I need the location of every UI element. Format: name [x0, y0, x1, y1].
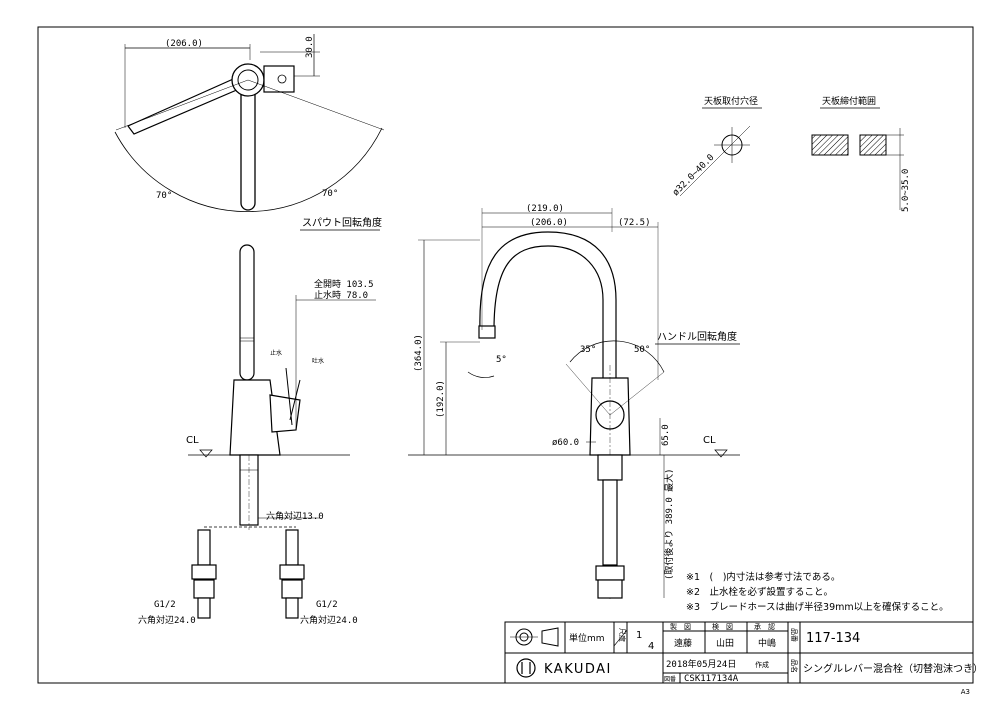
checked-by: 山田 [716, 638, 734, 649]
dim-g-right: G1/2 [316, 600, 338, 610]
header-made: 製 図 [670, 622, 691, 631]
note-3: ※3 ブレードホースは曲げ半径39mm以上を確保すること。 [686, 601, 949, 613]
dim-top-offset: 30.0 [305, 36, 315, 58]
made-by: 遠藤 [674, 637, 692, 649]
unit-label: 単位mm [569, 632, 605, 644]
dim-hole-dia: ø32.0~40.0 [671, 153, 716, 198]
title-block [504, 621, 974, 684]
product-name: シングルレバー混合栓（切替泡沫つき） [803, 662, 983, 675]
approved-by: 中嶋 [758, 637, 776, 649]
header-approve: 承 認 [754, 622, 775, 631]
dim-hex-13: 六角対辺13.0 [266, 510, 324, 522]
label-spout-rotation: スパウト回転角度 [302, 216, 382, 229]
brand-logo-icon [516, 658, 536, 678]
label-handle-rotation: ハンドル回転角度 [657, 330, 737, 343]
dim-angle-50: 50° [634, 345, 650, 355]
label-cl-left: CL [186, 435, 199, 446]
sheet-size-label: A3 [961, 688, 970, 696]
dim-angle-left: 70° [156, 191, 172, 201]
dim-height-outlet: (192.0) [436, 380, 446, 418]
dim-hex-24-left: 六角対辺24.0 [138, 614, 196, 626]
label-counter-hole: 天板取付穴径 [704, 95, 758, 107]
dim-overall-width: (219.0) [526, 204, 564, 214]
scale-denominator: 4 [648, 641, 654, 652]
brand-name: KAKUDAI [544, 662, 612, 677]
dim-top-width: (206.0) [165, 39, 203, 49]
dim-base-dia: ø60.0 [552, 438, 579, 448]
number-label: 品番 [790, 628, 798, 642]
dim-full-open: 全開時 103.5 [314, 278, 374, 290]
name-label: 品名 [790, 659, 799, 673]
date: 2018年05月24日 [666, 658, 736, 670]
dim-base-height: 65.0 [661, 424, 671, 446]
top-view [114, 34, 385, 213]
dim-clamp-range: 5.0~35.0 [901, 169, 911, 212]
counter-hole-detail [679, 125, 751, 197]
dim-angle-35: 35° [580, 345, 596, 355]
dim-angle-right: 70° [322, 189, 338, 199]
counter-range-detail [811, 128, 904, 210]
front-view [408, 208, 740, 600]
product-number: 117-134 [806, 631, 860, 646]
scale-numerator: 1 [636, 630, 642, 641]
dim-height-total: (364.0) [414, 334, 424, 372]
note-2: ※2 止水栓を必ず設置すること。 [686, 586, 833, 598]
note-1: ※1 ( )内寸法は参考寸法である。 [686, 571, 840, 583]
label-counter-range: 天板締付範囲 [822, 95, 876, 107]
dim-g-left: G1/2 [154, 600, 176, 610]
dim-angle-5: 5° [496, 355, 507, 365]
dim-handle-depth: (72.5) [618, 218, 651, 228]
label-spout-water: 吐水 [312, 357, 324, 365]
scale-label: 尺度 [618, 628, 627, 642]
side-view [188, 244, 376, 619]
drawing-no: CSK117134A [684, 674, 739, 684]
label-cl-right: CL [703, 435, 716, 446]
drawing-no-label: 図番 [664, 676, 676, 683]
dim-spout-reach: (206.0) [530, 218, 568, 228]
date-suffix: 作成 [755, 660, 769, 669]
dim-hose-length: (取付後より 389.0 最大) [663, 468, 675, 580]
dim-hex-24-right: 六角対辺24.0 [300, 614, 358, 626]
dim-stop-pos: 止水時 78.0 [314, 289, 368, 301]
label-stop-water: 止水 [270, 349, 282, 357]
projection-symbol [510, 627, 559, 647]
header-check: 検 図 [712, 622, 733, 631]
